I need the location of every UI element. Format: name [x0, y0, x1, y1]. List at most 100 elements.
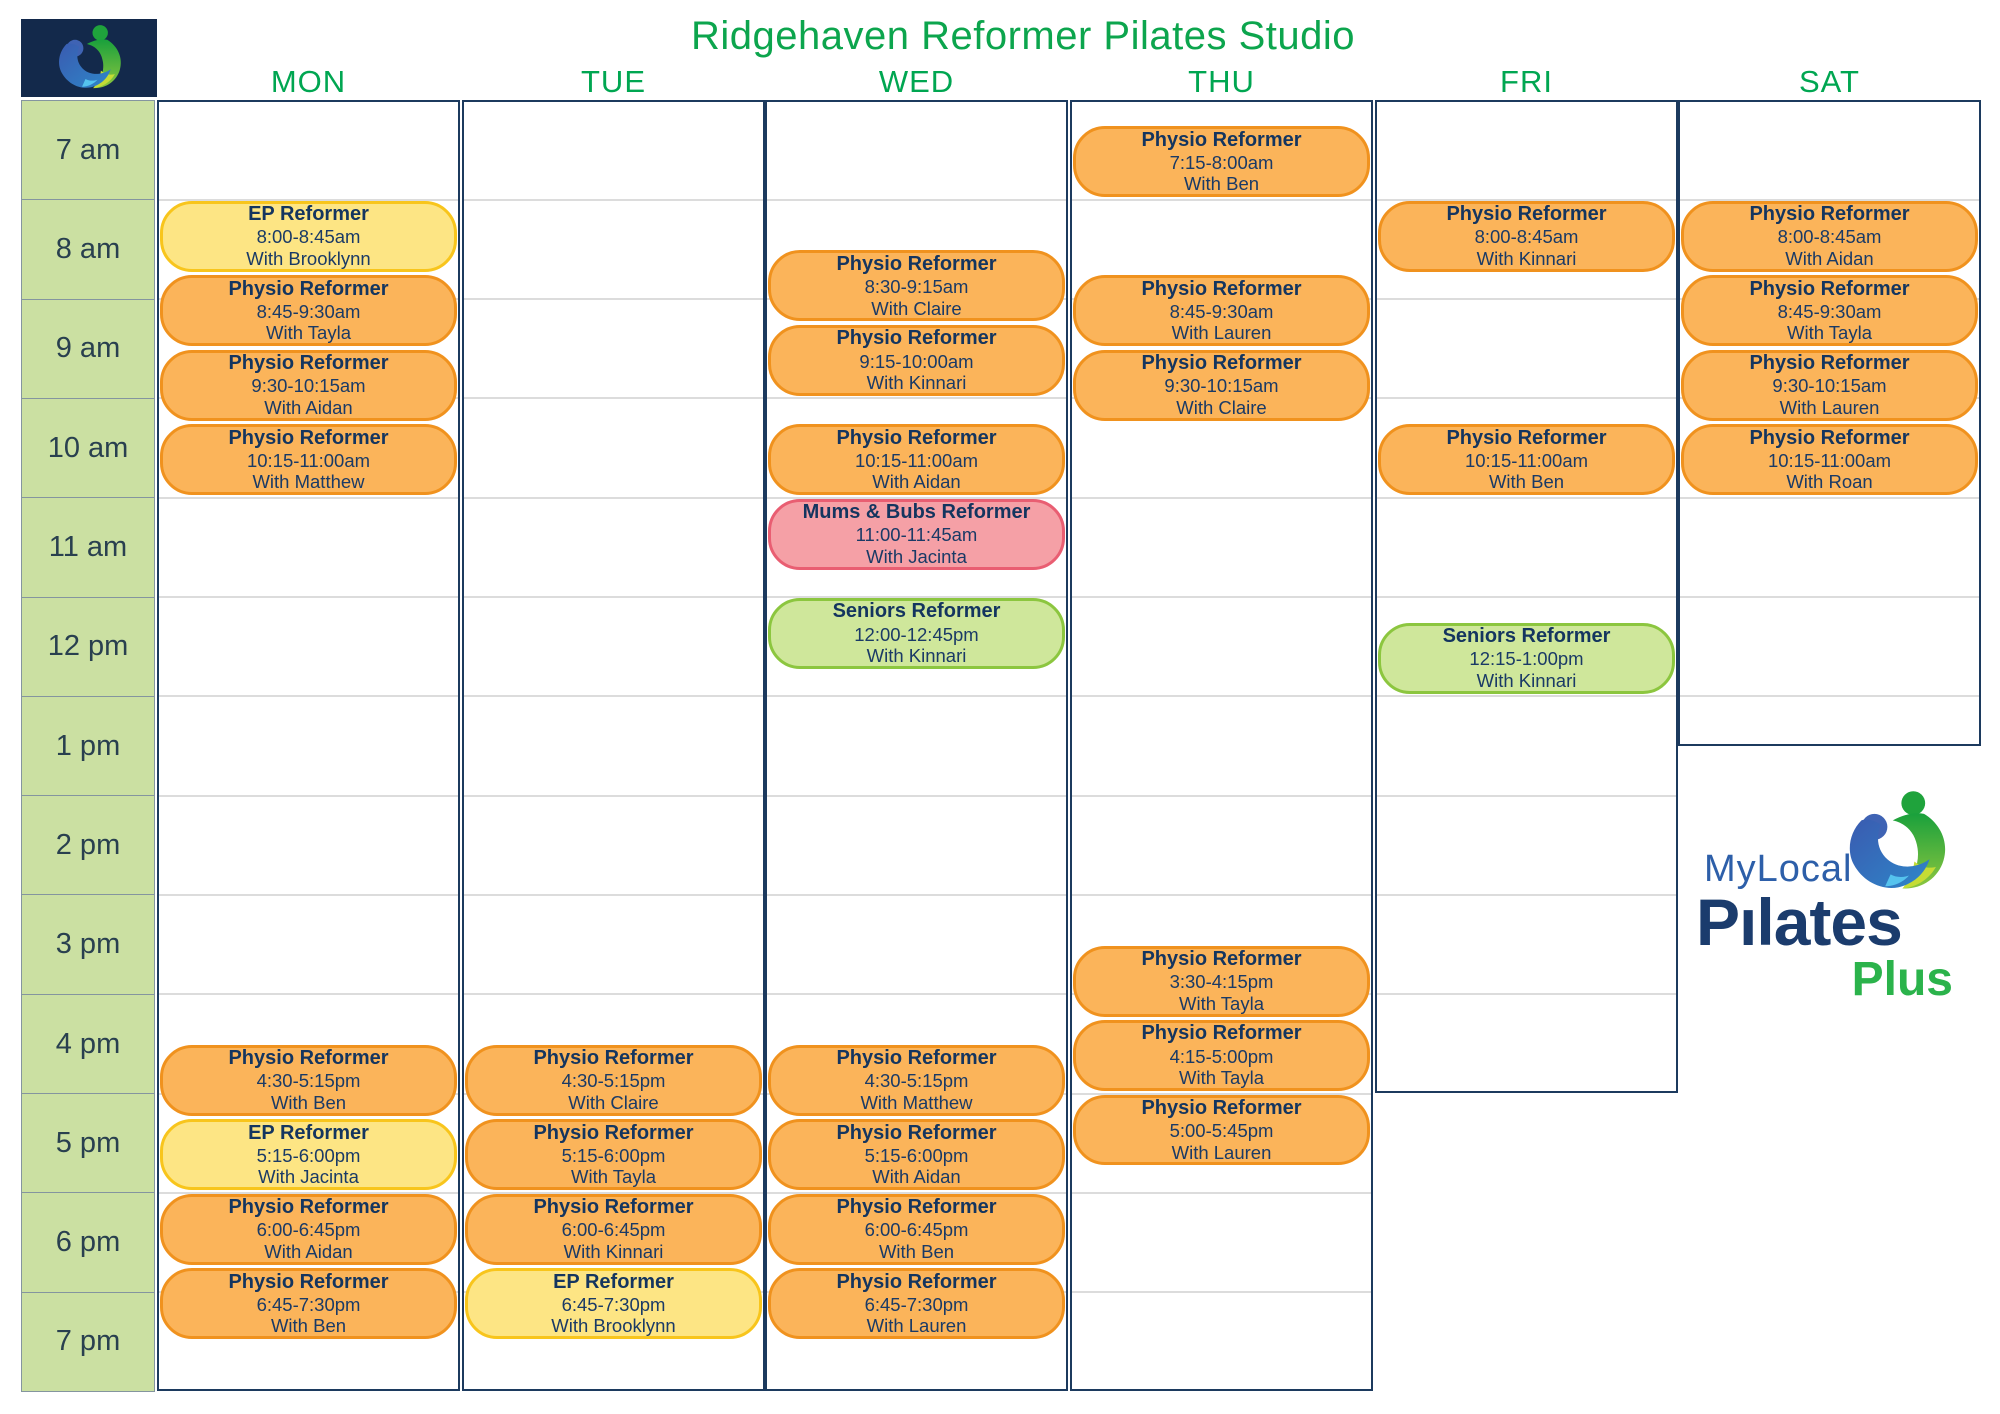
hour-gridline [1377, 198, 1676, 201]
class-instructor: With Ben [878, 1240, 955, 1262]
class-instructor: With Matthew [860, 1091, 973, 1113]
class-time: 8:45-9:30am [1777, 300, 1882, 322]
class-instructor: With Claire [871, 297, 962, 319]
hour-gridline [1377, 596, 1676, 598]
class-instructor: With Aidan [264, 1240, 353, 1262]
class-title: Physio Reformer [533, 1047, 694, 1070]
hour-gridline [767, 794, 1066, 797]
class-title: Physio Reformer [1446, 203, 1607, 226]
class-instructor: With Kinnari [1476, 669, 1577, 691]
class-instructor: With Claire [1176, 396, 1267, 418]
hour-gridline [464, 993, 763, 996]
class-time: 7:15-8:00am [1169, 151, 1274, 173]
class-instructor: With Aidan [872, 471, 961, 493]
class-title: Physio Reformer [836, 426, 997, 449]
class-title: Physio Reformer [533, 1121, 694, 1144]
class-title: Physio Reformer [1141, 277, 1302, 300]
hour-gridline [1680, 596, 1979, 598]
hour-gridline [767, 496, 1066, 499]
hour-gridline [1680, 198, 1979, 201]
hour-gridline [464, 695, 763, 698]
time-label: 11 am [21, 497, 155, 598]
class-instructor: With Jacinta [258, 1166, 359, 1188]
class-instructor: With Kinnari [866, 645, 967, 667]
class-instructor: With Lauren [1171, 1141, 1272, 1163]
class-instructor: With Matthew [252, 471, 365, 493]
logo-text-mylocal: MyLocal [1704, 848, 1853, 890]
class-instructor: With Tayla [1179, 992, 1264, 1014]
class-time: 6:00-6:45pm [864, 1219, 969, 1241]
studio-logo-square [21, 19, 157, 97]
hour-gridline [767, 893, 1066, 896]
class-title: Physio Reformer [836, 1270, 997, 1293]
hour-gridline [464, 496, 763, 499]
hour-gridline [1072, 893, 1371, 896]
class-time: 10:15-11:00am [854, 449, 979, 471]
hour-gridline [159, 893, 458, 896]
class-instructor: With Kinnari [1476, 247, 1577, 269]
pilates-plus-emblem-icon [1849, 791, 1946, 889]
class-instructor: With Lauren [866, 1315, 967, 1337]
class-time: 8:00-8:45am [256, 226, 361, 248]
class-time: 6:00-6:45pm [256, 1219, 361, 1241]
class-instructor: With Tayla [1787, 322, 1872, 344]
hour-gridline [464, 596, 763, 598]
time-label: 8 am [21, 199, 155, 301]
hour-gridline [767, 397, 1066, 400]
class-instructor: With Kinnari [563, 1240, 664, 1262]
class-title: Seniors Reformer [1442, 625, 1611, 648]
time-label: 12 pm [21, 596, 155, 698]
class-time: 6:00-6:45pm [561, 1219, 666, 1241]
class-title: Physio Reformer [228, 1270, 389, 1293]
class-time: 4:30-5:15pm [864, 1070, 969, 1092]
class-instructor: With Aidan [264, 396, 353, 418]
class-title: Physio Reformer [1141, 1096, 1302, 1119]
hour-gridline [1377, 893, 1676, 896]
class-time: 6:45-7:30pm [561, 1293, 666, 1315]
class-time: 12:15-1:00pm [1469, 648, 1584, 670]
class-time: 9:30-10:15am [251, 375, 366, 397]
class-instructor: With Ben [270, 1315, 347, 1337]
class-title: Physio Reformer [1141, 947, 1302, 970]
class-instructor: With Ben [1183, 173, 1260, 195]
class-title: Physio Reformer [1749, 426, 1910, 449]
class-time: 3:30-4:15pm [1169, 971, 1274, 993]
class-instructor: With Tayla [571, 1166, 656, 1188]
class-time: 10:15-11:00am [1464, 449, 1589, 471]
class-time: 4:30-5:15pm [561, 1070, 666, 1092]
